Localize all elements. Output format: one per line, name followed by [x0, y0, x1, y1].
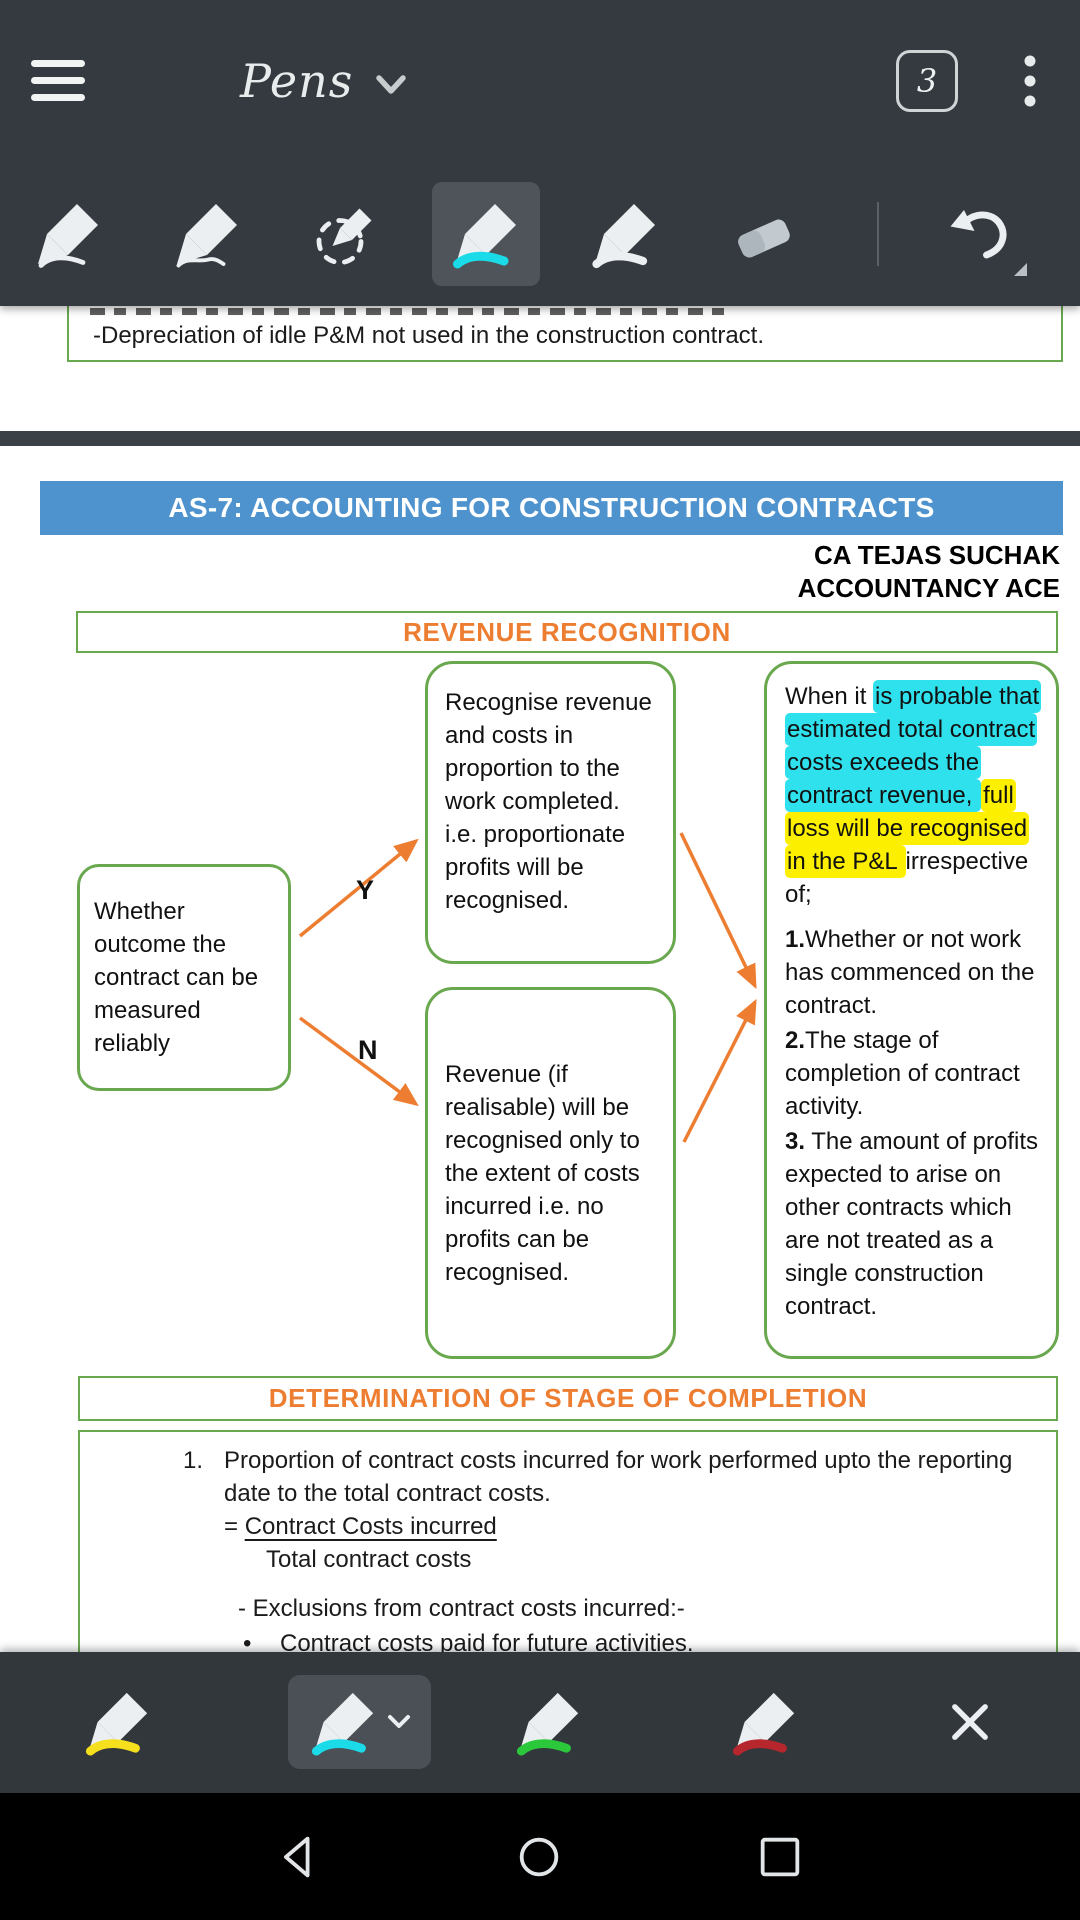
section-heading-stage-of-completion: DETERMINATION OF STAGE OF COMPLETION [78, 1376, 1058, 1421]
toolbar-divider [877, 202, 879, 266]
close-icon [952, 1704, 988, 1740]
author-block: CA TEJAS SUCHAK ACCOUNTANCY ACE [798, 539, 1060, 605]
chapter-title-banner: AS-7: ACCOUNTING FOR CONSTRUCTION CONTRA… [40, 481, 1063, 535]
marker-pen-icon [592, 204, 655, 269]
flowchart-yes-box: Recognise revenue and costs in proportio… [425, 661, 676, 964]
undo-icon [950, 210, 1007, 259]
bullet-text: Contract costs paid for future activitie… [280, 1630, 694, 1652]
previous-box-text: -Depreciation of idle P&M not used in th… [93, 322, 765, 349]
previous-content-box: -Depreciation of idle P&M not used in th… [67, 306, 1063, 362]
home-icon [519, 1837, 559, 1877]
green-pen-button[interactable] [514, 1687, 584, 1757]
eraser-icon [738, 219, 790, 258]
flowchart-result-box: When it is probable that estimated total… [764, 661, 1059, 1359]
hamburger-menu-icon [31, 60, 85, 101]
back-icon [284, 1836, 310, 1878]
formula-numerator-line: = Contract Costs incurred [224, 1513, 497, 1540]
page-break-divider [0, 431, 1080, 446]
overflow-menu-button[interactable] [1006, 49, 1054, 113]
fountain-pen-icon [38, 204, 99, 268]
pen-tool-2[interactable] [153, 182, 261, 286]
red-pen-button[interactable] [730, 1687, 800, 1757]
cyan-highlighter-icon [311, 1692, 373, 1756]
pen-tool-marker[interactable] [571, 182, 679, 286]
section-heading-revenue-recognition: REVENUE RECOGNITION [76, 611, 1058, 653]
vertical-ellipsis-icon [1024, 55, 1036, 107]
highlighter-pen-icon [452, 204, 516, 269]
favorite-pens-icon [317, 208, 372, 265]
label-no: N [358, 1035, 378, 1065]
author-name: CA TEJAS SUCHAK [813, 540, 1060, 570]
document-canvas[interactable]: -Depreciation of idle P&M not used in th… [0, 306, 1080, 1652]
flowchart-decision-box: Whether outcome the contract can be meas… [77, 864, 291, 1091]
undo-button[interactable] [923, 182, 1035, 286]
method-line-1: Proportion of contract costs incurred fo… [224, 1447, 1013, 1474]
app-toolbar: Pens 3 [0, 0, 1080, 306]
page-count-badge[interactable]: 3 [896, 50, 958, 112]
arrow-no-to-result [682, 998, 757, 1143]
nav-home-button[interactable] [503, 1821, 575, 1893]
bullet-dot: • [243, 1630, 252, 1652]
recents-icon [760, 1837, 800, 1877]
method-line-2: date to the total contract costs. [224, 1480, 551, 1507]
arrow-no [298, 1016, 419, 1107]
result-item-1: 1.Whether or not work has commenced on t… [785, 926, 1035, 1019]
app-bar-row: Pens 3 [0, 0, 1080, 162]
clipped-text-remnant [90, 308, 730, 315]
chevron-down-icon [376, 75, 407, 94]
yellow-highlighter-icon [85, 1692, 148, 1756]
android-nav-bar [0, 1793, 1080, 1920]
page-title: Pens [240, 54, 354, 108]
close-pen-bar-button[interactable] [944, 1696, 996, 1748]
fine-pen-icon [176, 204, 238, 268]
author-brand: ACCOUNTANCY ACE [797, 573, 1060, 603]
pen-tool-highlighter-selected[interactable] [431, 182, 540, 286]
chevron-down-icon [387, 1715, 410, 1728]
eraser-tool[interactable] [710, 182, 818, 286]
pen-tool-1[interactable] [14, 182, 122, 286]
cyan-highlighter-button-selected[interactable] [288, 1675, 431, 1769]
arrow-yes-to-result [679, 832, 757, 990]
result-item-2: 2.The stage of completion of contract ac… [785, 1027, 1020, 1120]
nav-recents-button[interactable] [744, 1821, 816, 1893]
arrow-yes [298, 838, 419, 938]
pens-title-dropdown[interactable]: Pens [240, 54, 407, 108]
pen-tools-row [0, 162, 1080, 306]
long-press-indicator [1013, 263, 1027, 276]
red-pen-icon [732, 1692, 795, 1756]
page-count-value: 3 [916, 62, 938, 100]
pen-tool-favorites[interactable] [292, 182, 400, 286]
menu-button[interactable] [26, 49, 90, 113]
yellow-highlighter-button[interactable] [83, 1687, 153, 1757]
result-paragraph: When it is probable that estimated total… [785, 680, 1042, 911]
flowchart-no-box: Revenue (if realisable) will be recognis… [425, 987, 676, 1359]
result-item-3: 3. The amount of profits expected to ari… [785, 1128, 1039, 1320]
exclusions-heading: - Exclusions from contract costs incurre… [238, 1595, 685, 1622]
green-pen-icon [516, 1692, 579, 1756]
label-yes: Y [356, 875, 374, 905]
nav-back-button[interactable] [264, 1821, 336, 1893]
stage-method-box: 1. Proportion of contract costs incurred… [78, 1430, 1058, 1652]
pen-style-bar [0, 1652, 1080, 1793]
formula-denominator: Total contract costs [266, 1546, 472, 1573]
chapter-title: AS-7: ACCOUNTING FOR CONSTRUCTION CONTRA… [168, 492, 935, 523]
method-number: 1. [183, 1447, 204, 1474]
